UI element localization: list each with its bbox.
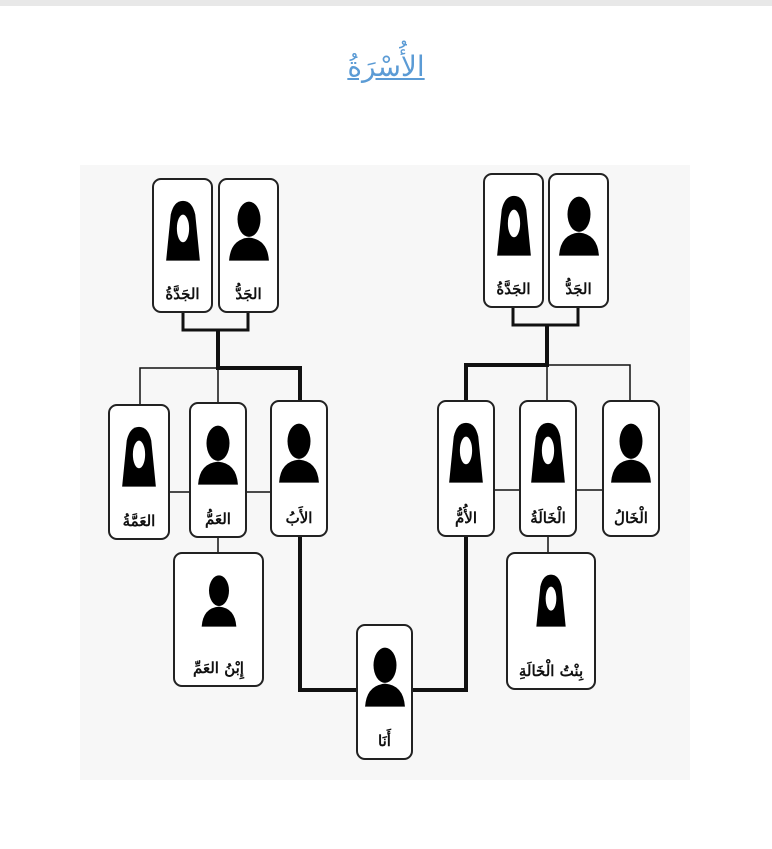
card-aunt-maternal: الْخَالَةُ: [519, 400, 577, 537]
woman-silhouette-icon: [525, 412, 571, 492]
woman-silhouette-icon: [531, 568, 571, 632]
woman-silhouette-icon: [491, 185, 537, 265]
page-title[interactable]: الأُسْرَةُ: [347, 50, 425, 83]
card-cousin-male: إِبْنُ العَمِّ: [173, 552, 264, 687]
woman-silhouette-icon: [443, 412, 489, 492]
label: العَمُّ: [205, 510, 231, 528]
card-grandmother-paternal: الجَدَّةُ: [152, 178, 213, 313]
label: الجَدُّ: [235, 285, 262, 303]
label: بِنْتُ الْخَالَةِ: [518, 662, 584, 680]
connector-paternal-siblings: [139, 367, 219, 404]
connector-paternal-grandparents: [181, 313, 250, 332]
card-grandmother-maternal: الجَدَّةُ: [483, 173, 544, 308]
label: الْخَالَةُ: [530, 509, 566, 527]
label: الْخَالُ: [614, 509, 648, 527]
top-bar: [0, 0, 772, 6]
man-silhouette-icon: [195, 414, 241, 494]
card-mother: الأُمُّ: [437, 400, 495, 537]
connector-maternal-siblings: [546, 364, 631, 400]
connector-maternal-grandparents: [511, 308, 580, 327]
label: العَمَّةُ: [122, 512, 156, 530]
connector-mother-to-me: [412, 537, 468, 692]
label: الأَبُ: [285, 509, 313, 527]
connector-to-father: [216, 330, 302, 400]
woman-silhouette-icon: [160, 190, 206, 270]
man-silhouette-icon: [608, 412, 654, 492]
man-silhouette-icon: [556, 185, 602, 265]
card-uncle-maternal: الْخَالُ: [602, 400, 660, 537]
card-grandfather-paternal: الجَدُّ: [218, 178, 279, 313]
man-silhouette-icon: [226, 190, 272, 270]
man-silhouette-icon: [199, 568, 239, 632]
man-silhouette-icon: [362, 636, 408, 716]
card-cousin-female: بِنْتُ الْخَالَةِ: [506, 552, 596, 690]
woman-silhouette-icon: [116, 416, 162, 496]
connector-to-mother: [464, 325, 549, 400]
card-aunt-paternal: العَمَّةُ: [108, 404, 170, 540]
label: الجَدَّةُ: [496, 280, 531, 298]
card-father: الأَبُ: [270, 400, 328, 537]
label: الجَدَّةُ: [165, 285, 200, 303]
label: الأُمُّ: [454, 509, 477, 527]
label: الجَدُّ: [565, 280, 592, 298]
card-uncle-paternal: العَمُّ: [189, 402, 247, 538]
card-grandfather-maternal: الجَدُّ: [548, 173, 609, 308]
label: إِبْنُ العَمِّ: [193, 659, 244, 677]
connector-father-to-me: [298, 537, 356, 692]
card-me: أَنَا: [356, 624, 413, 760]
label: أَنَا: [378, 732, 391, 750]
man-silhouette-icon: [276, 412, 322, 492]
